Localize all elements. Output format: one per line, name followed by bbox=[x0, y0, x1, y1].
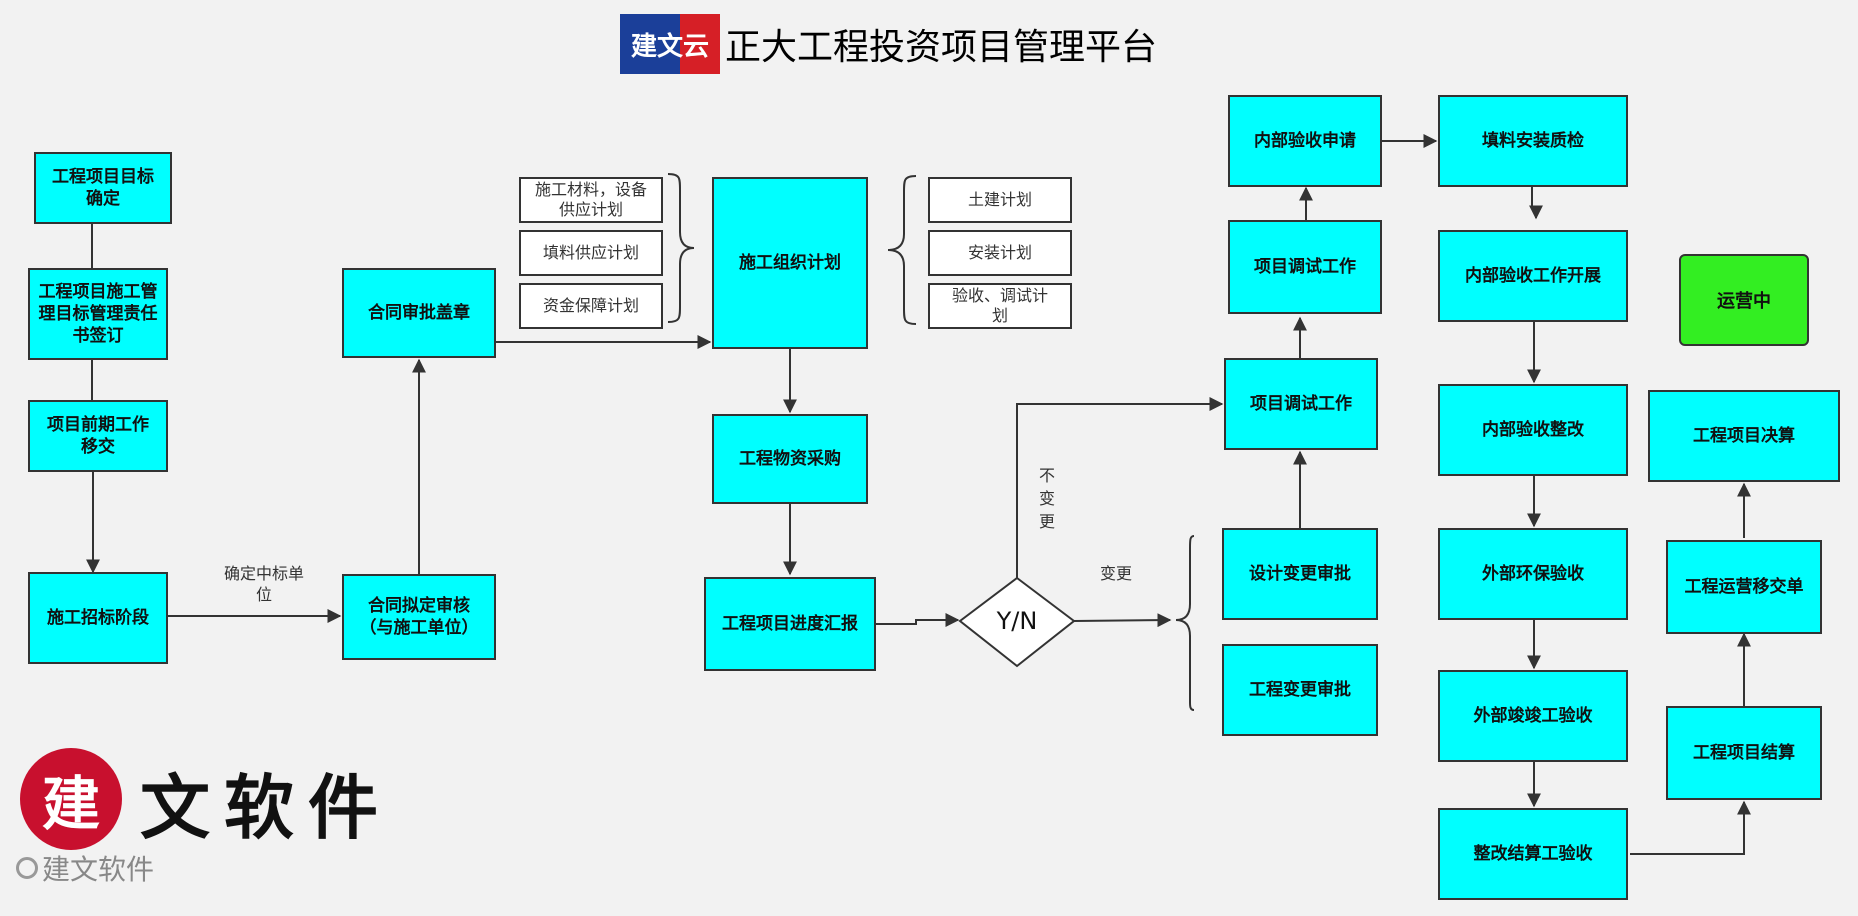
node-external-env-acceptance[interactable]: 外部环保验收 bbox=[1438, 528, 1628, 620]
watermark: 建文软件 bbox=[16, 848, 154, 888]
label-no-change: 不变更 bbox=[1038, 466, 1055, 532]
node-external-completion[interactable]: 外部竣竣工验收 bbox=[1438, 670, 1628, 762]
node-install-plan[interactable]: 安装计划 bbox=[928, 230, 1072, 276]
node-target-confirm[interactable]: 工程项目目标确定 bbox=[34, 152, 172, 224]
arrow-qc-to-acceptance-work bbox=[1529, 187, 1543, 220]
arrow-decision-no-change bbox=[1016, 397, 1224, 578]
watermark-text: 建文软件 bbox=[42, 853, 155, 886]
node-debug-work-2[interactable]: 项目调试工作 bbox=[1224, 358, 1378, 450]
brace-sub-plans bbox=[887, 175, 917, 325]
label-winning-unit: 确定中标单位 bbox=[224, 564, 305, 604]
node-tender-stage[interactable]: 施工招标阶段 bbox=[28, 572, 168, 664]
watermark-icon bbox=[16, 857, 38, 879]
brand-badge-text: 建文云 bbox=[630, 31, 709, 62]
node-internal-rectify[interactable]: 内部验收整改 bbox=[1438, 384, 1628, 476]
node-project-final-account[interactable]: 工程项目决算 bbox=[1648, 390, 1840, 482]
node-internal-acceptance-apply[interactable]: 内部验收申请 bbox=[1228, 95, 1382, 187]
node-acceptance-debug-plan[interactable]: 验收、调试计划 bbox=[928, 283, 1072, 329]
node-construction-org-plan[interactable]: 施工组织计划 bbox=[712, 177, 868, 349]
brand-logo-text: 文软件 bbox=[140, 766, 392, 849]
brace-change-approvals bbox=[1175, 535, 1195, 711]
brand-badge: 建文云 bbox=[620, 14, 720, 74]
node-debug-work-1[interactable]: 项目调试工作 bbox=[1228, 220, 1382, 314]
node-in-operation[interactable]: 运营中 bbox=[1679, 254, 1809, 346]
node-civil-plan[interactable]: 土建计划 bbox=[928, 177, 1072, 223]
node-design-change-approval[interactable]: 设计变更审批 bbox=[1222, 528, 1378, 620]
node-contract-review[interactable]: 合同拟定审核（与施工单位） bbox=[342, 574, 496, 660]
node-rectify-settlement[interactable]: 整改结算工验收 bbox=[1438, 808, 1628, 900]
node-fill-supply-plan[interactable]: 填料供应计划 bbox=[519, 230, 663, 276]
node-project-settlement[interactable]: 工程项目结算 bbox=[1666, 706, 1822, 800]
decision-diamond bbox=[958, 576, 1076, 668]
decision-label: Y/N bbox=[996, 607, 1038, 635]
page-title: 正大工程投资项目管理平台 bbox=[725, 27, 1158, 68]
node-responsibility-sign[interactable]: 工程项目施工管理目标管理责任书签订 bbox=[28, 268, 168, 360]
node-material-supply-plan[interactable]: 施工材料，设备供应计划 bbox=[519, 177, 663, 223]
node-fill-install-qc[interactable]: 填料安装质检 bbox=[1438, 95, 1628, 187]
node-preliminary-handover[interactable]: 项目前期工作移交 bbox=[28, 400, 168, 472]
arrow-rectify-settlement-to-settlement bbox=[1630, 800, 1751, 855]
node-contract-stamp[interactable]: 合同审批盖章 bbox=[342, 268, 496, 358]
brace-supply-plans bbox=[667, 173, 695, 323]
label-change: 变更 bbox=[1099, 564, 1132, 583]
brand-logo-mark: 建 bbox=[20, 748, 122, 850]
node-internal-acceptance-work[interactable]: 内部验收工作开展 bbox=[1438, 230, 1628, 322]
node-material-purchase[interactable]: 工程物资采购 bbox=[712, 414, 868, 504]
node-fund-plan[interactable]: 资金保障计划 bbox=[519, 283, 663, 329]
arrow-decision-change bbox=[1073, 613, 1172, 628]
arrow-report-to-decision bbox=[876, 613, 960, 627]
node-progress-report[interactable]: 工程项目进度汇报 bbox=[704, 577, 876, 671]
node-operation-handover[interactable]: 工程运营移交单 bbox=[1666, 540, 1822, 634]
node-engineering-change-approval[interactable]: 工程变更审批 bbox=[1222, 644, 1378, 736]
